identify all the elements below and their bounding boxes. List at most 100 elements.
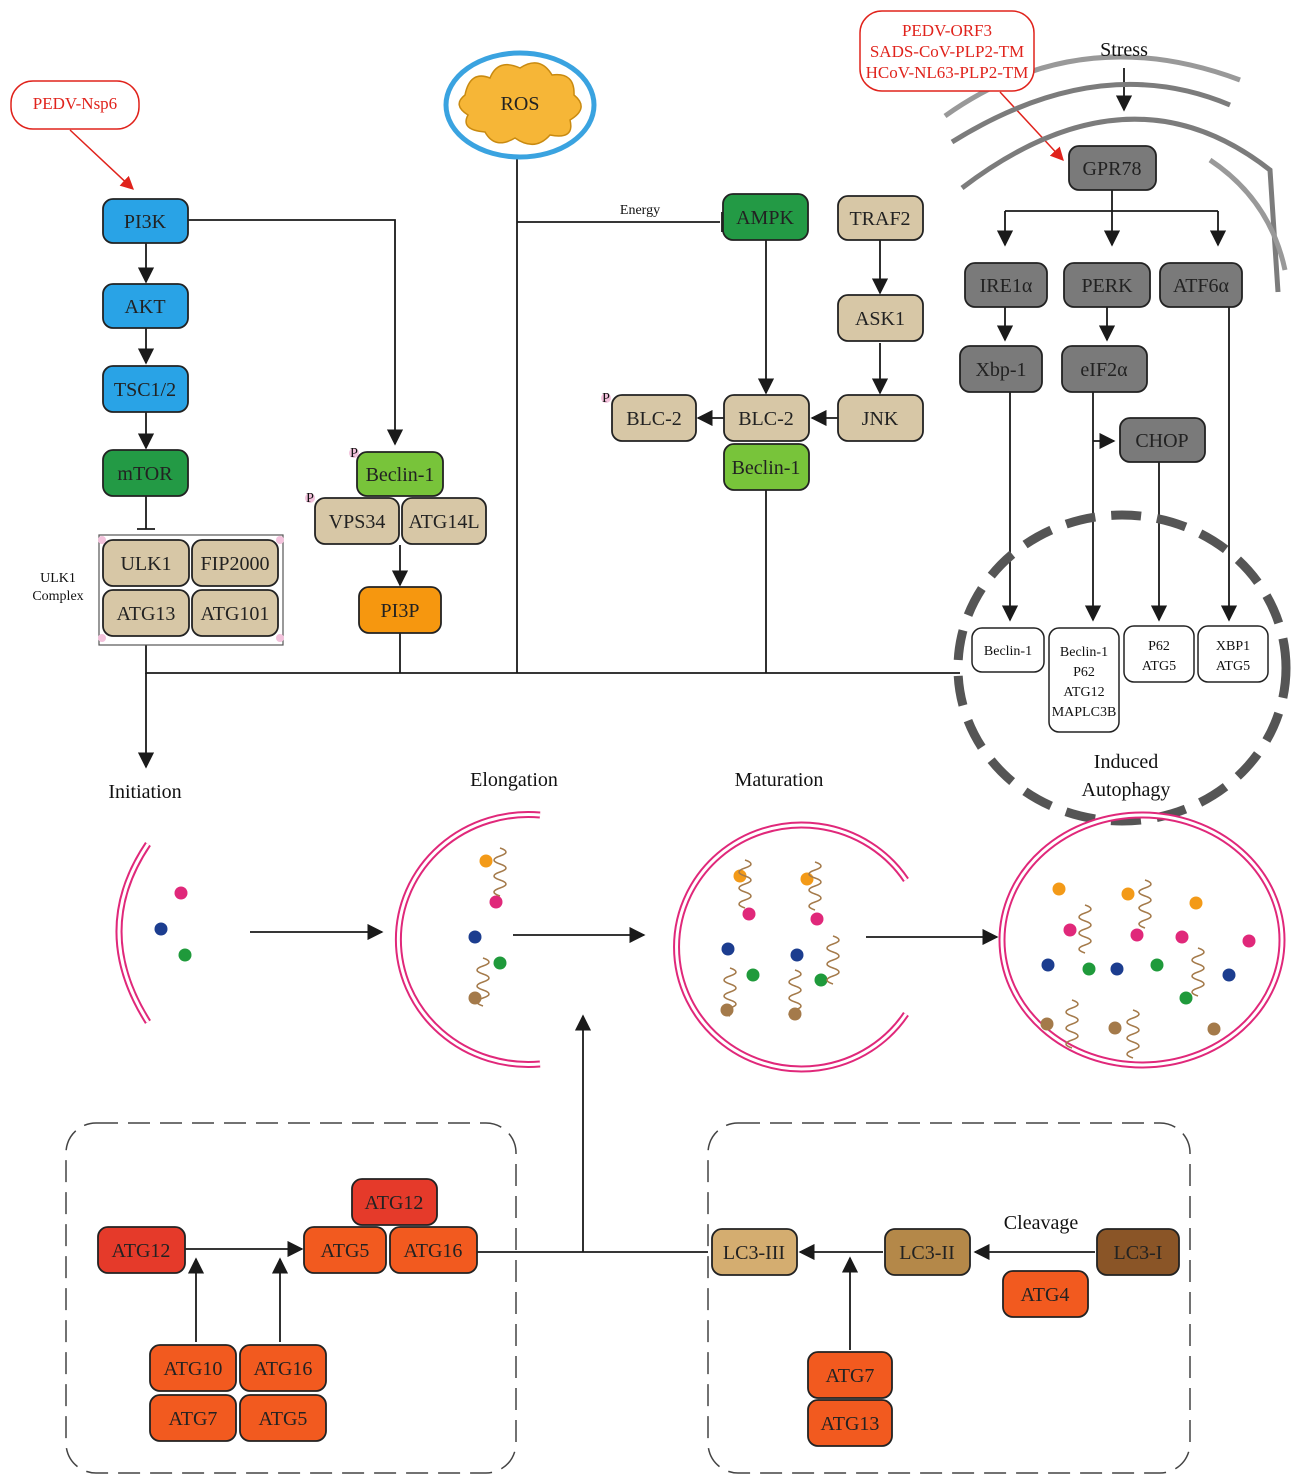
energy-label: Energy <box>620 203 660 218</box>
blc2-left-label: BLC-2 <box>626 408 682 430</box>
node-vps34 <box>314 497 400 545</box>
cargo-dot <box>1175 930 1189 944</box>
edges <box>69 68 1238 1350</box>
lc3-ii-label: LC3-II <box>899 1242 955 1264</box>
ulk1-label: ULK1 <box>120 553 171 575</box>
tsc-label: TSC1/2 <box>114 379 176 401</box>
box2-line-2: P62 <box>1073 665 1095 680</box>
cargo-dot <box>1207 1022 1221 1036</box>
node-atg13-ulk <box>102 589 190 637</box>
atg13-right-label: ATG13 <box>821 1413 880 1435</box>
orf3-line-3: HCoV-NL63-PLP2-TM <box>866 63 1029 82</box>
cargo-squiggle <box>738 859 752 909</box>
box3-line-1: P62 <box>1148 639 1170 654</box>
node-fip2000 <box>191 539 279 587</box>
ulk1-complex-label-1: ULK1 <box>40 571 76 586</box>
cleavage-label: Cleavage <box>1004 1212 1079 1234</box>
cargo <box>154 847 1256 1059</box>
cargo-squiggle <box>1126 1009 1140 1059</box>
node-pi3k <box>102 198 189 244</box>
atg16-low-label: ATG16 <box>254 1358 313 1380</box>
cargo-dot <box>810 912 824 926</box>
node-atg13-right <box>807 1399 893 1447</box>
cargo-dot <box>1041 958 1055 972</box>
cargo-dot <box>790 948 804 962</box>
eif2a-label: eIF2α <box>1080 359 1128 381</box>
node-ask1 <box>837 294 924 342</box>
induced-autophagy-circle <box>953 510 1291 826</box>
lc3-i-label: LC3-I <box>1114 1242 1163 1264</box>
node-xbp1 <box>959 345 1043 393</box>
blc2-mid-label: BLC-2 <box>738 408 794 430</box>
node-atf6a <box>1159 262 1243 308</box>
induced-autophagy: Beclin-1 Beclin-1 P62 ATG12 MAPLC3B P62 … <box>953 510 1291 826</box>
cargo-dot <box>1108 1021 1122 1035</box>
node-tsc <box>102 365 189 413</box>
cargo-squiggle <box>1138 879 1152 929</box>
node-gpr78 <box>1068 145 1157 191</box>
node-lc3-i <box>1096 1228 1180 1276</box>
cargo-squiggle <box>826 935 840 985</box>
box4-line-2: ATG5 <box>1216 659 1250 674</box>
node-atg12-left <box>97 1226 186 1274</box>
phospho-marker-blc2 <box>601 393 611 403</box>
orf3-bubble <box>859 10 1035 92</box>
box1-line-1: Beclin-1 <box>984 644 1032 659</box>
cargo-dot <box>1242 934 1256 948</box>
conjugation-panels: ATG12 ATG12 ATG5 ATG16 ATG10 ATG16 ATG7 … <box>65 1122 1191 1474</box>
phospho-marker-vps34 <box>305 493 315 503</box>
node-atg5-mid <box>303 1226 387 1274</box>
atg10-label: ATG10 <box>164 1358 223 1380</box>
cargo-dot <box>489 895 503 909</box>
box2-line-1: Beclin-1 <box>1060 645 1108 660</box>
nsp6-bubble <box>10 80 140 130</box>
ire1a-label: IRE1α <box>980 275 1033 297</box>
node-atg101 <box>191 589 279 637</box>
node-atg7-low <box>149 1394 237 1442</box>
cargo-dot <box>1063 923 1077 937</box>
beclin1-mid-label: Beclin-1 <box>732 457 801 479</box>
cargo-squiggle <box>493 847 507 897</box>
atg7-low-label: ATG7 <box>169 1408 218 1430</box>
cargo-dot <box>1052 882 1066 896</box>
text-labels: Stress Energy Initiation Elongation Matu… <box>108 39 1170 1234</box>
edge-nsp6-pi3k <box>69 129 134 190</box>
node-eif2a <box>1061 345 1148 393</box>
node-atg10 <box>149 1344 237 1392</box>
cargo-squiggle <box>476 957 490 1007</box>
cargo-dot <box>1121 887 1135 901</box>
perk-label: PERK <box>1081 275 1133 297</box>
phospho-marker-beclin <box>349 448 359 458</box>
autophagy-box-2 <box>1048 627 1120 733</box>
edge-orf3-gpr78 <box>999 91 1064 161</box>
node-mtor <box>102 449 189 497</box>
er-membrane <box>943 54 1288 293</box>
induced-label-1: Induced <box>1094 751 1158 773</box>
phospho-marker-atg101 <box>276 634 284 642</box>
edge-pi3k-beclin <box>188 219 404 446</box>
gpr78-label: GPR78 <box>1083 158 1142 180</box>
atg5-mid-label: ATG5 <box>321 1240 370 1262</box>
mtor-label: mTOR <box>117 463 173 485</box>
cargo-dot <box>154 922 168 936</box>
ulk1-complex-label-2: Complex <box>32 589 83 604</box>
jnk-label: JNK <box>862 408 899 430</box>
atg5-low-label: ATG5 <box>259 1408 308 1430</box>
cargo-dot <box>814 973 828 987</box>
maturation-label: Maturation <box>735 769 824 791</box>
cargo-dot <box>174 886 188 900</box>
phospho-marker-fip <box>276 536 284 544</box>
ros-organelle: ROS <box>443 50 597 160</box>
phospho-label-2: P <box>306 491 314 506</box>
orf3-line-2: SADS-CoV-PLP2-TM <box>870 42 1024 61</box>
er-arc-2 <box>943 54 1241 119</box>
atg7-right-label: ATG7 <box>826 1365 875 1387</box>
box2-line-4: MAPLC3B <box>1052 705 1117 720</box>
cargo-dot <box>1179 991 1193 1005</box>
ask1-label: ASK1 <box>855 308 905 330</box>
node-ulk1 <box>102 539 190 587</box>
fip2000-label: FIP2000 <box>201 553 270 575</box>
node-atg14l <box>401 497 487 545</box>
